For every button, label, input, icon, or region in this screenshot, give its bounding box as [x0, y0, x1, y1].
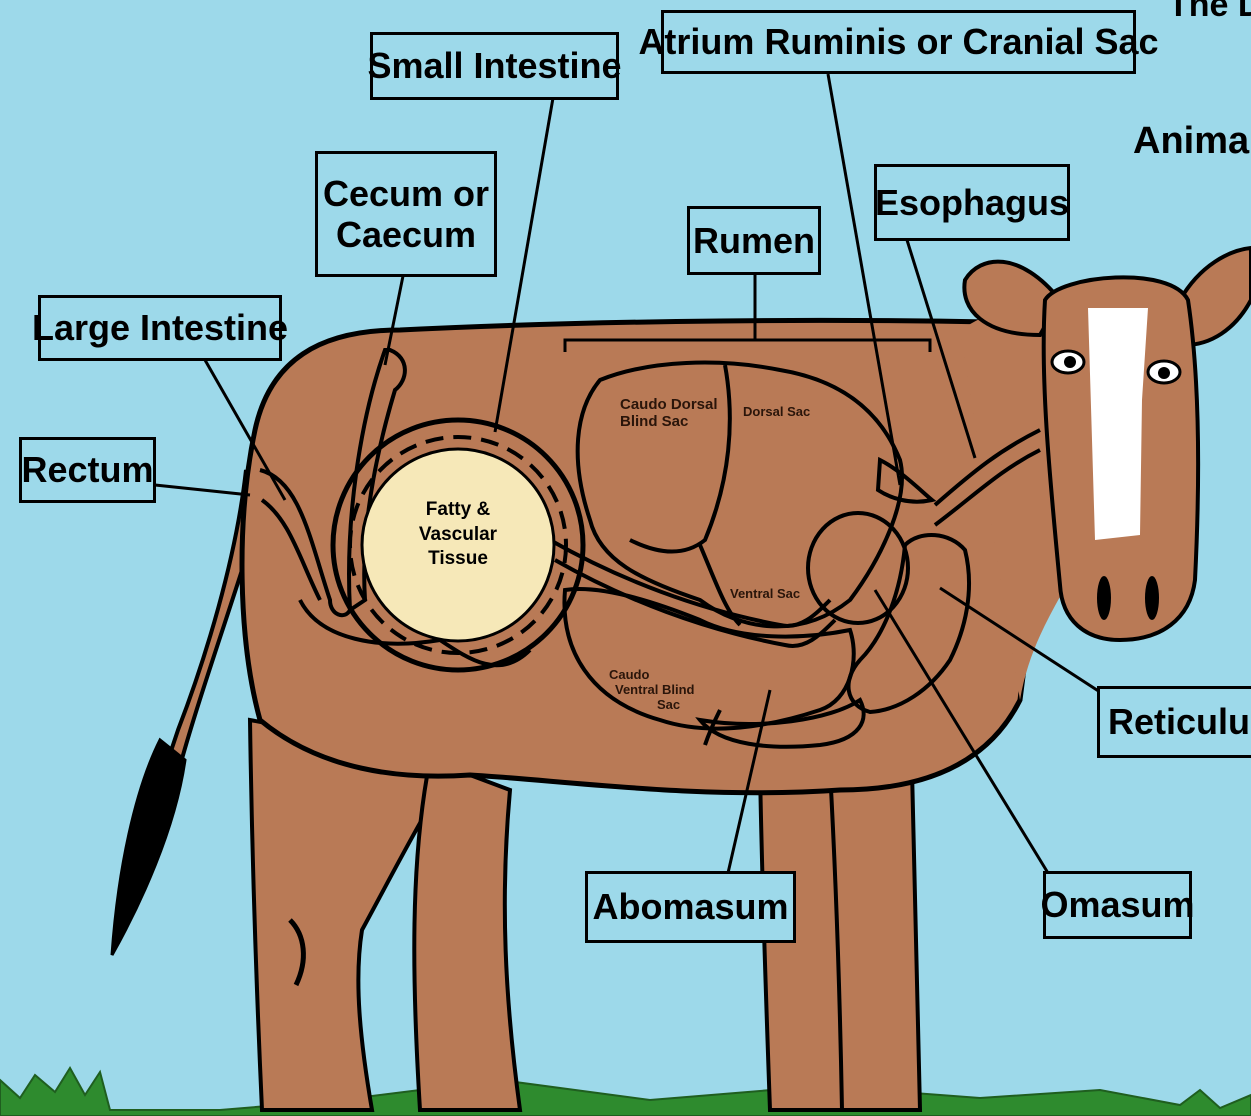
fatty-tissue-line2: Vascular	[408, 523, 508, 548]
front-leg-right	[830, 770, 920, 1110]
region-caudo-dorsal: Caudo Dorsal Blind Sac	[620, 396, 718, 431]
partial-title: The D	[1168, 0, 1251, 25]
fatty-tissue-line3: Tissue	[408, 547, 508, 572]
grass	[0, 1068, 1251, 1116]
label-large-intestine: Large Intestine	[38, 295, 282, 361]
label-small-intestine: Small Intestine	[370, 32, 619, 100]
pupil-right	[1158, 367, 1170, 379]
region-dorsal-sac: Dorsal Sac	[743, 405, 810, 420]
region-caudo-dorsal-line2: Blind Sac	[620, 413, 718, 430]
label-cecum-line1: Cecum or	[323, 173, 489, 214]
label-reticulum: Reticulum	[1097, 686, 1251, 758]
pupil-left	[1064, 356, 1076, 368]
fatty-tissue-label: Fatty & Vascular Tissue	[408, 498, 508, 572]
tail-tuft	[112, 740, 185, 955]
fatty-tissue-line1: Fatty &	[408, 498, 508, 523]
label-cecum: Cecum or Caecum	[315, 151, 497, 277]
region-caudo-ventral-line1: Caudo	[609, 668, 694, 683]
region-caudo-ventral-line3: Sac	[609, 698, 694, 713]
label-omasum: Omasum	[1043, 871, 1192, 939]
region-caudo-ventral-line2: Ventral Blind	[609, 683, 694, 698]
label-abomasum: Abomasum	[585, 871, 796, 943]
nostril-left	[1097, 576, 1111, 620]
label-rumen: Rumen	[687, 206, 821, 275]
label-rectum: Rectum	[19, 437, 156, 503]
label-esophagus: Esophagus	[874, 164, 1070, 241]
label-atrium-ruminis: Atrium Ruminis or Cranial Sac	[661, 10, 1136, 74]
hind-leg-right	[414, 760, 520, 1110]
region-caudo-ventral: Caudo Ventral Blind Sac	[609, 668, 694, 713]
label-cecum-line2: Caecum	[336, 214, 476, 255]
nostril-right	[1145, 576, 1159, 620]
head-blaze	[1088, 308, 1148, 540]
partial-anima: Anima	[1133, 120, 1249, 163]
region-ventral-sac: Ventral Sac	[730, 587, 800, 602]
region-caudo-dorsal-line1: Caudo Dorsal	[620, 396, 718, 413]
